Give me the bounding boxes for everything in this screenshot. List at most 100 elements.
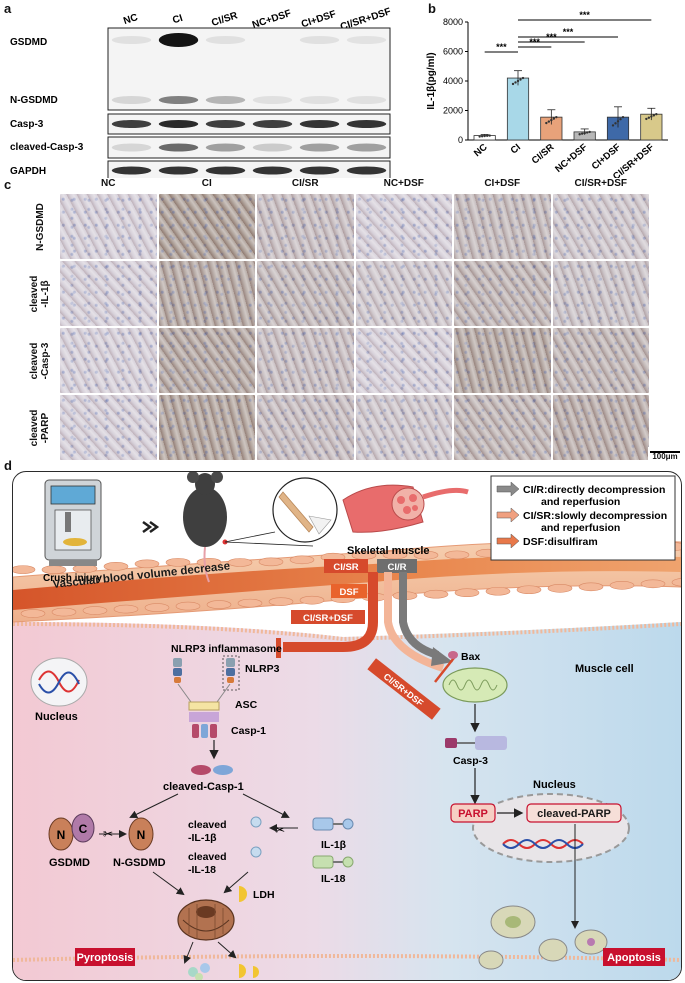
x-tick-label: NC (472, 142, 490, 159)
mitochondrion-icon (442, 667, 508, 703)
bax-icon (448, 651, 458, 659)
cleaved-parp-label: cleaved-PARP (537, 808, 611, 820)
nucleus-left-label: Nucleus (35, 711, 78, 723)
cleaved-il18-label: cleaved-IL-18 (188, 851, 227, 876)
wb-row-label: Casp-3 (10, 119, 44, 130)
data-point (547, 120, 551, 123)
inflammasome-label: NLRP3 inflammasome (171, 643, 282, 655)
data-point (511, 82, 515, 86)
wb-blot-frame (107, 113, 391, 135)
significance-label: *** (579, 10, 590, 20)
ihc-image-cell (158, 194, 255, 259)
data-point (585, 131, 589, 134)
wb-band (346, 120, 387, 128)
ihc-image-cell (257, 194, 354, 259)
svg-text:CI/SR: CI/SR (333, 562, 358, 573)
wb-lane-label: CI+DSF (300, 9, 337, 31)
wb-lane-label: NC (122, 12, 139, 27)
x-tick-label: NC+DSF (553, 142, 590, 175)
tag-cisr-dsf-2 (367, 658, 441, 720)
wb-band (252, 143, 293, 152)
cleaved-il1b-label: cleaved-IL-1β (188, 819, 227, 844)
wb-blots (107, 27, 391, 178)
wb-band (158, 33, 199, 47)
ihc-image-cell (552, 194, 649, 259)
data-point (619, 118, 622, 121)
y-axis-label: IL-1β(pg/ml) (426, 52, 437, 109)
legend-label: and reperfusion (541, 496, 620, 508)
data-point (588, 130, 591, 134)
ihc-image-cell (158, 328, 255, 393)
cleaved-casp1-icon (191, 765, 233, 775)
wb-band (205, 166, 246, 175)
wb-band (111, 166, 152, 175)
legend-arrow-icon (496, 533, 520, 549)
apoptosis-label: Apoptosis (607, 952, 661, 964)
wb-band (111, 36, 152, 44)
il1b-icon (312, 817, 354, 831)
scale-bar (650, 451, 680, 453)
chevron-right-icon (142, 520, 160, 534)
ihc-image-cell (355, 261, 452, 326)
wb-band (252, 96, 293, 104)
data-point (514, 81, 517, 84)
cleaved-parp-box (526, 803, 622, 823)
legend-label: CI/R:directly decompression (523, 484, 665, 496)
data-point (616, 120, 620, 123)
svg-text:N: N (137, 828, 146, 842)
dna-icon (502, 839, 584, 849)
ngsdmd-icon (128, 817, 154, 851)
y-tick-label: 0 (458, 135, 463, 145)
muscle-cell-label: Muscle cell (575, 663, 634, 675)
vessel-lumen (13, 555, 681, 610)
parp-label: PARP (458, 808, 488, 820)
wb-band (346, 96, 387, 104)
tag-cisr-dsf (291, 610, 365, 624)
significance-label: *** (563, 27, 574, 37)
data-point (650, 115, 653, 118)
data-point (478, 135, 481, 138)
crush-device-icon (44, 479, 102, 566)
ihc-image-cell (454, 194, 551, 259)
svg-text:C: C (79, 822, 88, 836)
ldh-label: LDH (253, 889, 275, 901)
bar (506, 77, 530, 141)
y-tick-label: 4000 (443, 76, 463, 86)
ihc-image-cell (552, 395, 649, 460)
casp1-label: Casp-1 (231, 725, 266, 737)
casp3-label: Casp-3 (453, 755, 488, 767)
ihc-column-label: NC (101, 178, 116, 189)
scale-bar-box: 100μm (648, 447, 682, 463)
wb-band (205, 36, 246, 44)
legend-label: and reperfusion (541, 522, 620, 534)
wb-band (158, 96, 199, 104)
panel-a-letter: a (4, 1, 12, 16)
apoptotic-bodies-icon (478, 905, 608, 970)
ihc-image-cell (158, 395, 255, 460)
wb-lane-label: CI/SR (210, 10, 240, 29)
y-tick-label: 8000 (443, 17, 463, 27)
svg-text:DSF: DSF (340, 587, 359, 598)
legend-arrow-icon (496, 481, 520, 497)
significance-label: *** (496, 42, 507, 52)
data-point (578, 133, 581, 136)
data-point (483, 134, 486, 138)
il1b-label: IL-1β (321, 839, 347, 851)
ihc-image-cell (552, 261, 649, 326)
wb-row-label: cleaved-Casp-3 (10, 142, 84, 153)
ihc-column-label: CI/SR+DSF (574, 178, 627, 189)
wb-band (346, 36, 387, 44)
tag-dsf (331, 584, 367, 598)
wb-band (299, 120, 340, 128)
data-point (516, 79, 520, 83)
legend-label: DSF:disulfiram (523, 536, 598, 548)
apoptosis-badge (603, 948, 665, 966)
ihc-image-cell (257, 395, 354, 460)
gsdmd-pore-icon (177, 899, 235, 941)
legend-box (490, 475, 676, 561)
wb-row-label: N-GSDMD (10, 95, 58, 106)
wb-band (158, 143, 199, 152)
bax-label: Bax (461, 651, 480, 663)
